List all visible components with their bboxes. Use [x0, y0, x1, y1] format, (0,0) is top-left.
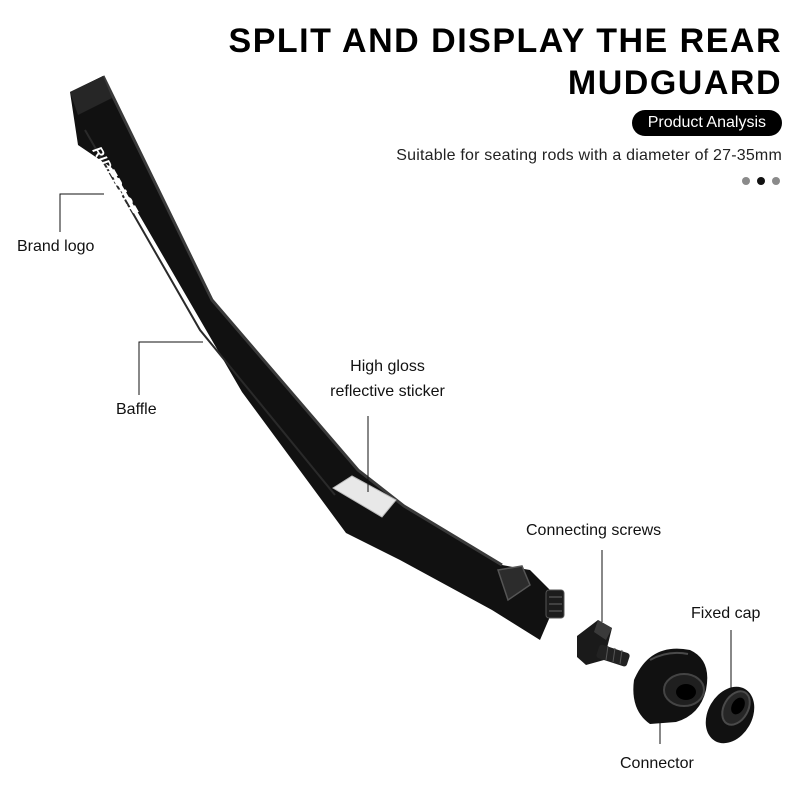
title-line-1: SPLIT AND DISPLAY THE REAR — [228, 22, 782, 60]
product-analysis-badge: Product Analysis — [631, 110, 782, 136]
baffle-leader — [138, 341, 203, 395]
fixed-cap-part — [705, 686, 755, 744]
reflective-sticker — [332, 475, 397, 518]
subtitle: Suitable for seating rods with a diamete… — [396, 147, 782, 164]
title-line-2: MUDGUARD — [567, 64, 782, 102]
callout-sticker-line-2: reflective sticker — [330, 383, 445, 400]
mudguard-body — [70, 75, 565, 640]
callout-fixed-cap: Fixed cap — [691, 605, 761, 622]
callout-sticker-line-1: High gloss — [350, 358, 425, 375]
brand-logo-leader — [59, 193, 104, 232]
page-title: SPLIT AND DISPLAY THE REAR MUDGUARD — [182, 20, 782, 104]
pagination-dot-3[interactable] — [772, 177, 780, 185]
pagination-dot-1[interactable] — [742, 177, 750, 185]
callout-baffle: Baffle — [116, 401, 157, 418]
callout-connector: Connector — [620, 755, 694, 772]
carousel-pagination — [742, 177, 780, 185]
connecting-screw — [577, 620, 630, 667]
callout-reflective-sticker: High gloss reflective sticker — [300, 354, 475, 404]
callout-brand-logo: Brand logo — [17, 238, 95, 255]
callout-connecting-screws: Connecting screws — [526, 522, 662, 539]
pagination-dot-2[interactable] — [757, 177, 765, 185]
connector-part — [633, 648, 708, 724]
